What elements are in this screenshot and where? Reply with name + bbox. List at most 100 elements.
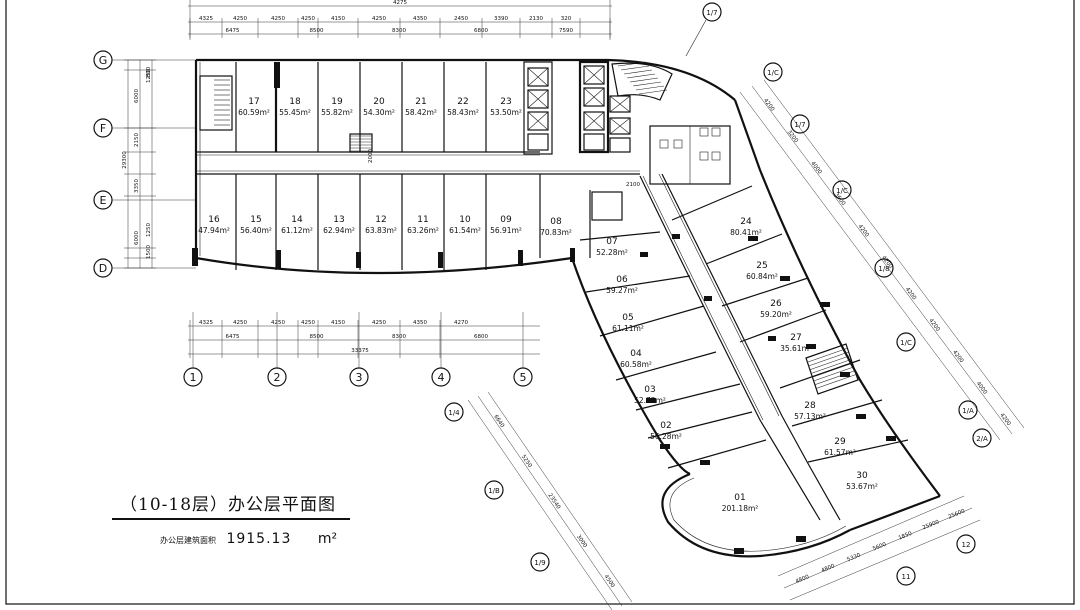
room-area: 80.41m² [730,228,762,237]
room-area: 53.67m² [846,482,878,491]
pillar [768,336,776,341]
room-area: 53.50m² [490,108,522,117]
pillar [748,236,758,241]
row-axis-label-D: D [99,262,107,275]
curved-axis-label: 1/7 [794,121,805,129]
partition-wall [705,233,783,265]
pillar [570,248,575,262]
column-axis-label-3: 3 [356,371,363,384]
curved-wing [570,61,941,558]
room-area: 63.26m² [407,226,439,235]
room-number: 23 [500,97,511,107]
stair-tread [810,355,851,370]
room-area: 52.73m² [634,396,666,405]
room-number: 26 [770,299,782,309]
room-area: 59.20m² [760,310,792,319]
pillar [780,276,790,281]
pillar [274,62,280,88]
curved-axis-label: 1/4 [448,409,460,417]
room-number: 19 [331,97,343,107]
curved-axis-label: 1/C [900,339,912,347]
curved-axis-bubble [972,428,992,448]
row-axis-label-E: E [100,194,107,207]
area-value: 1915.13 [226,531,292,547]
left-dim-7: 1250 [146,223,152,237]
bottom-dim2-3: 6800 [474,334,488,340]
stair-tread [620,65,650,71]
lower-right-dim-2: 5330 [846,552,862,563]
pillar [700,460,710,465]
stair-tread [623,69,653,75]
bottom-dim-0: 4325 [199,320,213,326]
area-summary: 办公层建筑面积 1915.13 m² [160,531,337,547]
bottom-dim-7: 4270 [454,320,468,326]
room-area: 47.94m² [198,226,230,235]
top-dim-2: 4250 [271,16,285,22]
room-area: 62.94m² [323,226,355,235]
room-area: 55.82m² [321,108,353,117]
partition-wall [779,359,861,389]
top-dim-7: 2450 [454,16,468,22]
room-number: 30 [856,471,868,481]
left-dim-8: 1250 [146,69,152,83]
column-axis-label-1: 1 [190,371,197,384]
partition-wall [647,411,753,439]
right-dim-9: 4000 [975,381,989,396]
bottom-dim-5: 4250 [372,320,386,326]
partition-wall [667,439,767,469]
partition-wall [739,309,827,343]
curved-axis-bubble [530,552,550,572]
partition-wall [721,277,809,307]
stair-east [805,343,859,395]
column-axis-label-5: 5 [520,371,527,384]
room-area: 57.13m² [794,412,826,421]
room-area: 70.83m² [540,228,572,237]
room-area: 61.12m² [281,226,313,235]
room-number: 20 [373,97,385,107]
lower-right-dim-4: 1850 [898,531,914,542]
pillar [672,234,680,239]
top-dim2-4: 7590 [559,28,573,34]
room-number: 27 [790,333,801,343]
pillar [192,248,198,266]
pillar [704,296,712,301]
curved-axis-bubble [832,180,852,200]
room-number: 07 [606,237,617,247]
room-number: 02 [660,421,671,431]
stair-tread [814,366,855,382]
right-dim-2: 4000 [809,161,823,176]
drawing-frame [5,0,1075,605]
room-number: 16 [208,215,220,225]
room-number: 09 [500,215,512,225]
curved-axis-label: 2/A [976,435,988,443]
stair-box [349,133,373,153]
axis-leader [685,19,707,57]
room-area: 61.57m² [824,448,856,457]
drawing-title: （10-18层）办公层平面图 [120,495,337,515]
curved-axis-label: 1/C [836,187,848,195]
partition-wall [671,185,753,221]
room-area: 56.28m² [650,432,682,441]
bottom-dim-2: 4250 [271,320,285,326]
room-area: 201.18m² [722,504,759,513]
right-dim-8: 4200 [951,349,965,364]
lower-left-dim-2: 23540 [546,493,561,511]
curved-axis-bubble [444,402,464,422]
curved-axis-bubble [958,400,978,420]
partition-wall [807,439,909,463]
room-area: 58.43m² [447,108,479,117]
top-dim2-0: 6475 [226,28,240,34]
stair-tread [635,85,665,91]
room-area: 55.45m² [279,108,311,117]
curved-axis-label: 1/7 [706,9,717,17]
right-dimensions: 4200320040003600420042004200420042004000… [739,79,1025,441]
stair-tread [626,73,656,79]
curved-axis-bubble [896,566,916,586]
bottom-dim-4: 4150 [331,320,345,326]
pillar [276,250,281,268]
